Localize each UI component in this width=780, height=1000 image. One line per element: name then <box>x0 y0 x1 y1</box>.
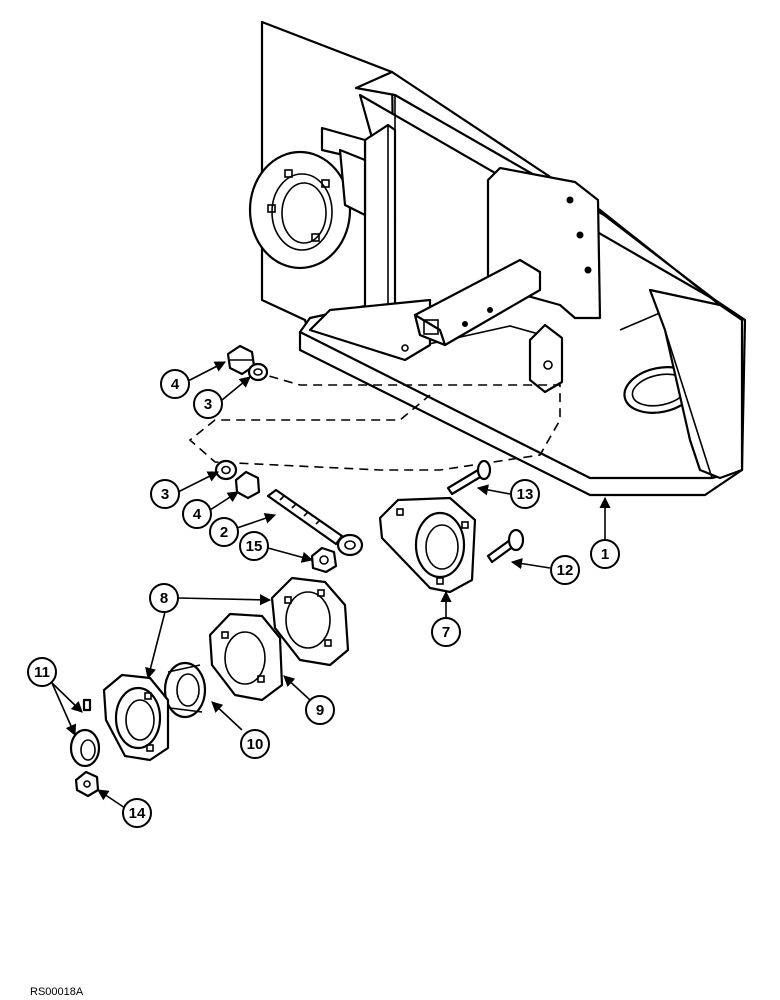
svg-text:15: 15 <box>246 538 263 555</box>
svg-text:12: 12 <box>557 562 574 579</box>
lock-nut <box>310 546 338 574</box>
washer-upper <box>247 362 269 382</box>
svg-text:3: 3 <box>161 486 169 503</box>
eye-bolt <box>266 488 364 557</box>
callout-4-upper: 4 <box>160 369 190 399</box>
svg-text:8: 8 <box>160 590 168 607</box>
hex-nut-bottom <box>74 770 100 798</box>
callout-9: 9 <box>305 695 335 725</box>
callout-12: 12 <box>550 555 580 585</box>
svg-text:2: 2 <box>220 524 228 541</box>
svg-text:13: 13 <box>517 486 534 503</box>
callout-3-upper: 3 <box>193 389 223 419</box>
callout-8: 8 <box>149 583 179 613</box>
svg-text:1: 1 <box>601 546 609 563</box>
carriage-bolt-upper <box>446 459 492 496</box>
svg-text:11: 11 <box>34 664 50 681</box>
housing-frame-part <box>248 20 747 497</box>
svg-text:3: 3 <box>204 396 212 413</box>
callout-4-lower: 4 <box>182 499 212 529</box>
bearing-insert <box>163 661 207 719</box>
locking-collar <box>69 698 101 768</box>
callout-3-lower: 3 <box>150 479 180 509</box>
flange-bearing-housing <box>378 496 477 594</box>
hex-nut-lower <box>234 470 261 500</box>
svg-text:7: 7 <box>442 624 450 641</box>
callout-13: 13 <box>510 479 540 509</box>
callout-2: 2 <box>209 517 239 547</box>
svg-text:4: 4 <box>193 506 202 523</box>
callout-11: 11 <box>27 657 57 687</box>
carriage-bolt-lower <box>486 528 525 564</box>
washer-lower <box>214 459 238 481</box>
callout-10: 10 <box>240 729 270 759</box>
svg-text:9: 9 <box>316 702 324 719</box>
svg-text:4: 4 <box>171 376 180 393</box>
svg-text:14: 14 <box>129 805 146 822</box>
figure-reference-code: RS00018A <box>30 986 84 998</box>
callout-15: 15 <box>239 531 269 561</box>
callout-7: 7 <box>431 617 461 647</box>
callout-14: 14 <box>122 798 152 828</box>
callout-1: 1 <box>590 539 620 569</box>
svg-text:10: 10 <box>247 736 264 753</box>
leader-lines <box>51 361 611 809</box>
flange-plate-right <box>270 576 350 667</box>
assembly-path-dashed <box>188 371 561 471</box>
flange-plate-left <box>102 673 170 762</box>
flange-plate-middle <box>208 612 284 702</box>
hex-nut-upper <box>226 344 256 376</box>
